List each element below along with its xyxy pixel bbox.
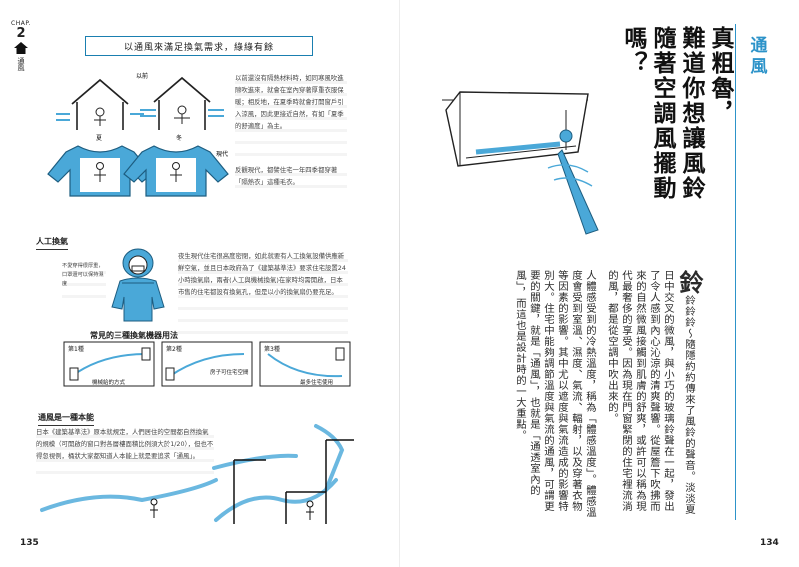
page-number-left: 135 [20,538,39,548]
chapter-label: CHAP. [11,20,31,27]
page-fold [399,0,400,567]
label-before: 以前 [136,72,148,80]
mode-3-label: 第3種 [264,346,280,353]
headline: 真粗魯， 難道你想讓風鈴 隨著空調風擺動嗎？ [618,26,734,226]
wind-flow-illustration [40,424,354,524]
paragraph-past-houses: 以前還沒有隔熱材料時，如同寒風吹進隙吹進來，就會在室內穿著厚重衣服保暖；相反地，… [235,72,347,156]
mascot-illustration [111,248,165,322]
air-conditioner-wind-chime-illustration [442,91,599,235]
page-number-right: 134 [760,538,779,548]
section-ventilation-instinct: 通風是一種本能 [38,413,94,426]
chapter-sidebar: 通風 [735,24,778,520]
mode-2-label: 第2種 [166,346,182,353]
section-artificial-ventilation: 人工換氣 [36,237,68,250]
chapter-tab: CHAP. 2 通風 [10,20,32,71]
chapter-title: 通風 [17,57,25,71]
sidebar-title: 通風 [746,36,767,78]
drop-cap: 鈴 [675,270,703,295]
body-paragraph-1: 鈴鈴鈴～隨隱約約傳來了風鈴的聲音。淡淡夏日中交叉的微風，與小巧的玻璃鈴聲在一起，… [606,270,695,515]
subsection-common-modes: 常見的三種換氣機器用法 [90,331,178,340]
mode-1-label: 第1種 [68,346,84,353]
headline-line-3: 隨著空調風擺動嗎？ [620,26,675,201]
chapter-number: 2 [16,26,26,41]
paragraph-artificial-ventilation: 夜生現代住宅很高度密閉，如此就要有人工換氣設備供應新鮮空氣，並且日本政府為了《建… [178,250,348,334]
mode-2-caption: 房子可住宅空間 [210,370,249,376]
mascot-note: 不愛穿得很厚重，口罩還可以保持濕度 [62,262,106,298]
body-paragraph-2: 人體感受到的冷熱溫度，稱為「體感溫度」。體感溫度會受到室溫、濕度、氣流、輻射，以… [514,270,596,518]
section-banner: 以通風來滿足換氣需求，綠綠有餘 [85,36,313,56]
paragraph-modern-houses: 反觀現代，都譬住宅一年四季都穿著「隔熱衣」這種毛衣。 [235,164,347,188]
headline-line-1: 真粗魯， [707,26,733,126]
mode-1-caption: 機械給的方式 [92,380,126,386]
ventilation-modes-diagram [63,341,351,387]
paragraph-ventilation-instinct: 日本《建築基準法》原本就規定，人們居住的空間都自然換氣的規模（可開啟的窗口對各層… [36,426,214,474]
label-summer: 夏 [96,135,102,142]
label-winter: 冬 [176,134,182,142]
house-sweater-illustration: 以前 夏 冬 現代 [47,72,229,197]
headline-line-2: 難道你想讓風鈴 [678,26,704,201]
mode-3-caption: 最多住宅使用 [300,380,334,386]
house-icon [14,42,28,54]
body-text: 鈴鈴鈴鈴～隨隱約約傳來了風鈴的聲音。淡淡夏日中交叉的微風，與小巧的玻璃鈴聲在一起… [488,270,703,520]
label-modern: 現代 [216,150,228,158]
